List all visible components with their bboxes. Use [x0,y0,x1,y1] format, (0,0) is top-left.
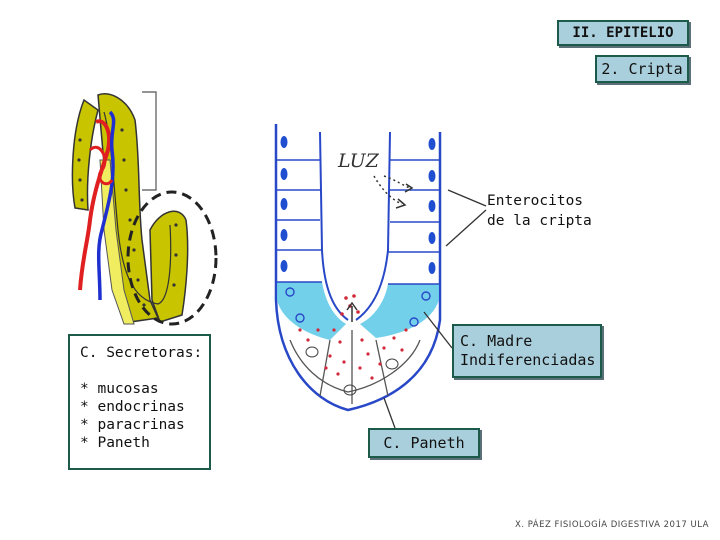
stem-cells-line2: Indiferenciadas [460,351,596,369]
secretory-title: C. Secretoras: [80,345,203,361]
section-badge: II. EPITELIO [557,20,689,46]
enterocytes-label-line1: Enterocitos [487,193,584,209]
villus-crypt-schematic [71,91,218,326]
enterocytes-label-line2: de la cripta [487,213,592,229]
secretory-item: * mucosas [80,381,159,397]
secretory-item: * Paneth [80,435,150,451]
secretory-item: * paracrinas [80,417,185,433]
secretory-item: * endocrinas [80,399,185,415]
enterocytes-label: Enterocitos de la cripta [487,191,592,231]
secretory-cells-box: C. Secretoras: * mucosas * endocrinas * … [68,334,211,470]
subsection-badge: 2. Cripta [595,55,689,83]
pointer-lines [383,189,487,429]
paneth-box: C. Paneth [368,428,480,458]
stem-cells-box: C. Madre Indiferenciadas [452,324,602,378]
footer-credit: X. PÁEZ FISIOLOGÍA DIGESTIVA 2017 ULA [515,520,709,530]
stem-cells-line1: C. Madre [460,332,533,350]
lumen-label: LUZ [338,150,379,172]
crypt-diagram [274,124,442,412]
